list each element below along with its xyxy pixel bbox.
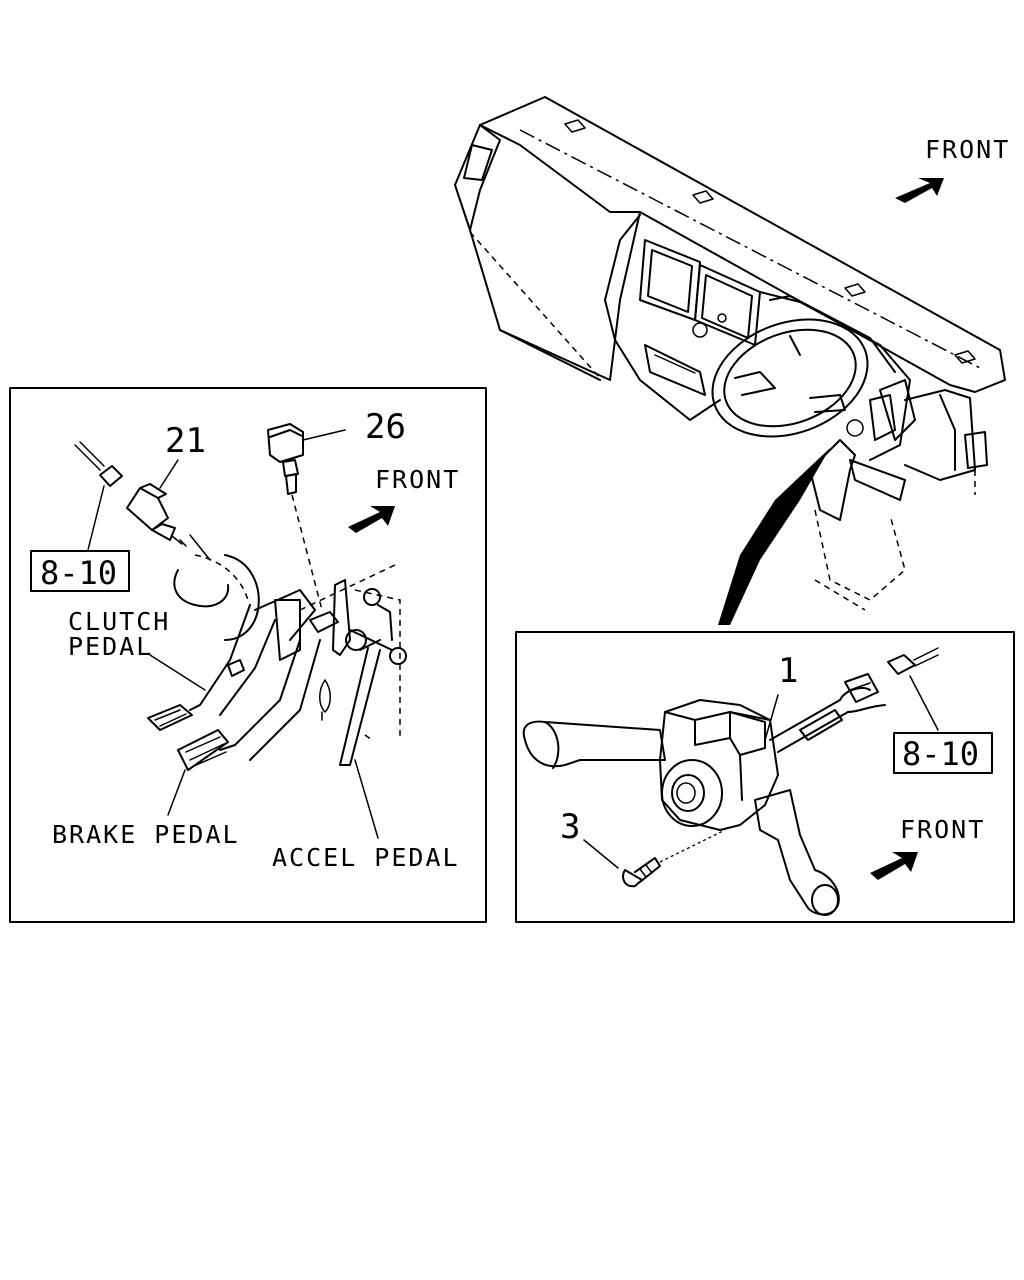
leader-21 (159, 459, 179, 489)
switch-21 (126, 483, 187, 547)
ref-box-right (893, 732, 993, 774)
ref-box-left (30, 550, 130, 592)
leader-accel (354, 759, 379, 839)
front-arrow-right (870, 852, 918, 880)
dashboard-assembly (454, 96, 1006, 611)
right-inset-frame (515, 631, 1015, 923)
front-arrow-top (895, 178, 944, 203)
combination-switch-1 (522, 673, 886, 916)
front-label-right: FRONT (900, 815, 985, 844)
clutch-pedal-label-1: CLUTCH (68, 607, 170, 636)
leader-1 (764, 694, 779, 741)
connector-right (887, 647, 939, 731)
front-label-top: FRONT (925, 135, 1010, 164)
left-inset-frame (9, 387, 487, 923)
ref-right: 8-10 (902, 735, 979, 773)
callout-3: 3 (560, 807, 580, 847)
switch-26 (267, 423, 346, 611)
callout-21: 21 (165, 421, 206, 461)
front-label-left: FRONT (375, 465, 460, 494)
ref-left: 8-10 (40, 554, 117, 592)
leader-clutch (149, 654, 206, 691)
screw-3 (622, 829, 726, 888)
pedal-assembly (147, 554, 407, 771)
connector-left (74, 441, 123, 551)
leader-3 (583, 839, 619, 869)
accel-pedal-label: ACCEL PEDAL (272, 843, 460, 872)
brake-pedal-label: BRAKE PEDAL (52, 820, 240, 849)
callout-1: 1 (778, 651, 798, 691)
front-arrow-left (348, 506, 395, 533)
clutch-pedal-label-2: PEDAL (68, 632, 153, 661)
leader-brake (167, 769, 186, 816)
pointer-wedge (718, 448, 830, 625)
callout-26: 26 (365, 407, 406, 447)
